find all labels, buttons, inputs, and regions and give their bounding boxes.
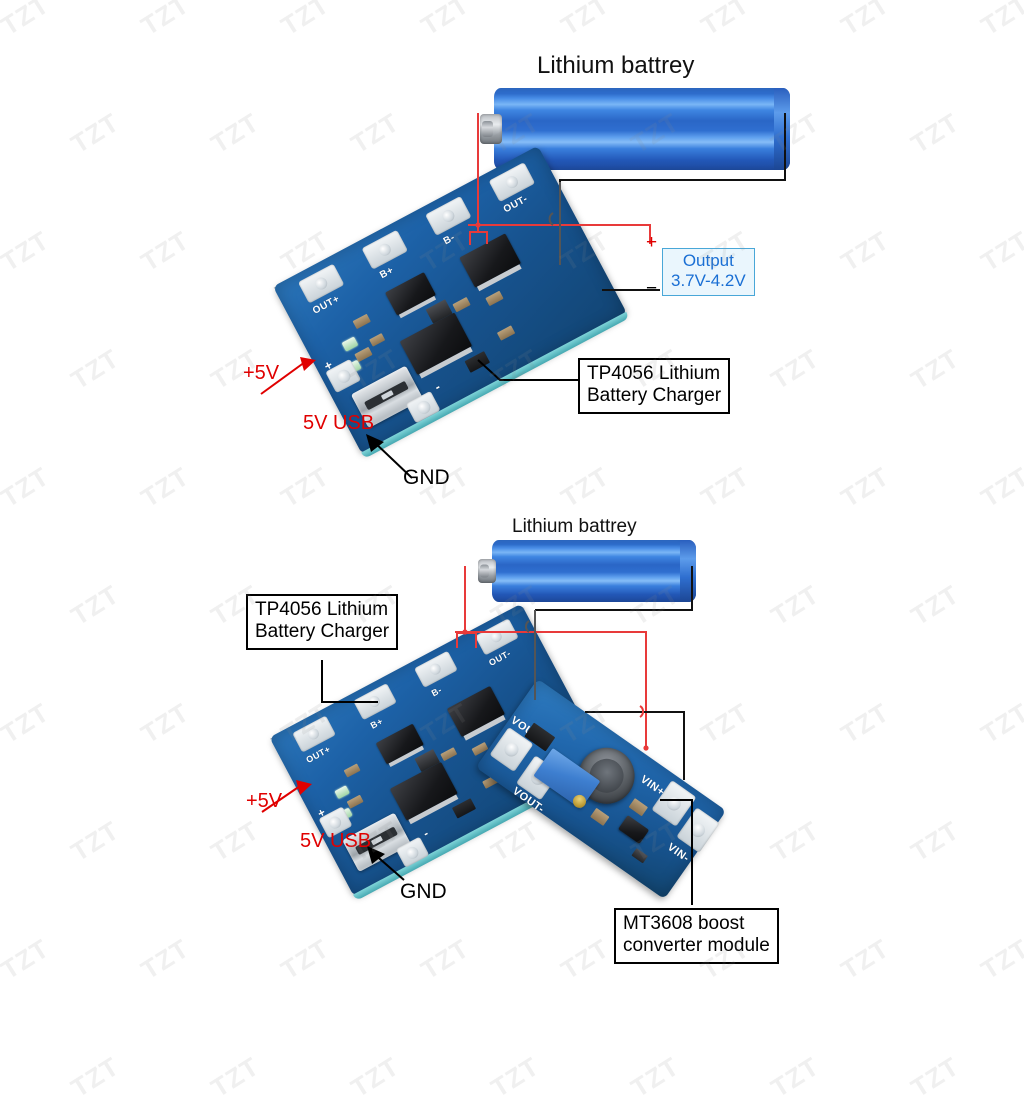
wire-batt-pos (535, 566, 693, 611)
wire-hop-arc (548, 212, 554, 226)
junction-dot-vin-plus (643, 745, 649, 751)
output-voltage-box: Output 3.7V-4.2V (662, 248, 755, 296)
mt3608-callout-box: MT3608 boost converter module (614, 908, 779, 964)
arrowhead-gnd (366, 434, 384, 452)
wire-out-plus-to-output (468, 224, 651, 244)
leader-gnd (371, 439, 413, 479)
wiring-bottom (261, 566, 693, 905)
gnd-label-bottom: GND (400, 880, 447, 903)
wire-bus-out-plus (469, 231, 478, 245)
battery-negative-terminal (480, 114, 502, 144)
battery-terminal-nub (480, 564, 489, 578)
tp4056-callout-line1: TP4056 Lithium (255, 599, 389, 620)
leader-mt3608-box (660, 799, 693, 905)
leader-plus5v (261, 785, 301, 813)
junction-dot-red (462, 629, 468, 635)
tp4056-callout-box-bottom: TP4056 Lithium Battery Charger (246, 594, 399, 650)
wire-batt-pos (559, 113, 786, 182)
wire-hop-arc-red (639, 705, 644, 718)
gnd-label-top: GND (403, 466, 450, 489)
usb5v-label-bottom: 5V USB (300, 830, 372, 852)
wire-out-minus-to-vin-minus (585, 711, 685, 780)
plus5v-label-top: +5V (243, 362, 280, 384)
output-minus-sign: − (646, 278, 658, 299)
watermark-tzt: TZT (345, 1050, 405, 1104)
lithium-battery-bottom (478, 540, 696, 602)
watermark-tzt: TZT (205, 1050, 265, 1104)
output-box-line2: 3.7V-4.2V (671, 271, 746, 291)
tp4056-callout-box-top: TP4056 Lithium Battery Charger (578, 358, 731, 414)
wire-bus-b-plus (465, 632, 477, 648)
wire-to-vin-plus (455, 631, 647, 748)
wire-bus-b-plus (478, 231, 488, 244)
tp4056-callout-line2: Battery Charger (587, 385, 722, 407)
output-box-line1: Output (682, 251, 734, 270)
wire-hop-arc (525, 620, 530, 633)
watermark-tzt: TZT (765, 1050, 825, 1104)
battery-terminal-nub (482, 121, 493, 137)
watermark-tzt: TZT (905, 1050, 965, 1104)
battery-title-bottom: Lithium battrey (512, 516, 637, 537)
leader-tp4056-box (321, 660, 378, 703)
watermark-tzt: TZT (65, 1050, 125, 1104)
wire-bus-out-plus (456, 632, 465, 648)
wiring-top (260, 113, 786, 479)
leader-plus5v (260, 361, 306, 395)
usb5v-label-top: 5V USB (303, 412, 375, 434)
battery-body (492, 540, 696, 602)
watermark-tzt: TZT (485, 1050, 545, 1104)
plus5v-label-bottom: +5V (246, 790, 283, 812)
mt3608-callout-line2: converter module (623, 935, 770, 957)
mt3608-callout-line1: MT3608 boost (623, 913, 745, 934)
tp4056-callout-line2: Battery Charger (255, 621, 390, 643)
tp4056-callout-line1: TP4056 Lithium (587, 363, 721, 384)
watermark-tzt: TZT (625, 1050, 685, 1104)
battery-title-top: Lithium battrey (537, 52, 695, 79)
arrowhead-plus5v (296, 780, 312, 795)
leader-charger-box (477, 359, 578, 381)
battery-negative-terminal (478, 559, 496, 583)
arrowhead-gnd (367, 846, 385, 864)
output-plus-sign: + (646, 232, 658, 253)
junction-dot-red (475, 222, 481, 228)
arrowhead-plus5v (300, 357, 316, 371)
